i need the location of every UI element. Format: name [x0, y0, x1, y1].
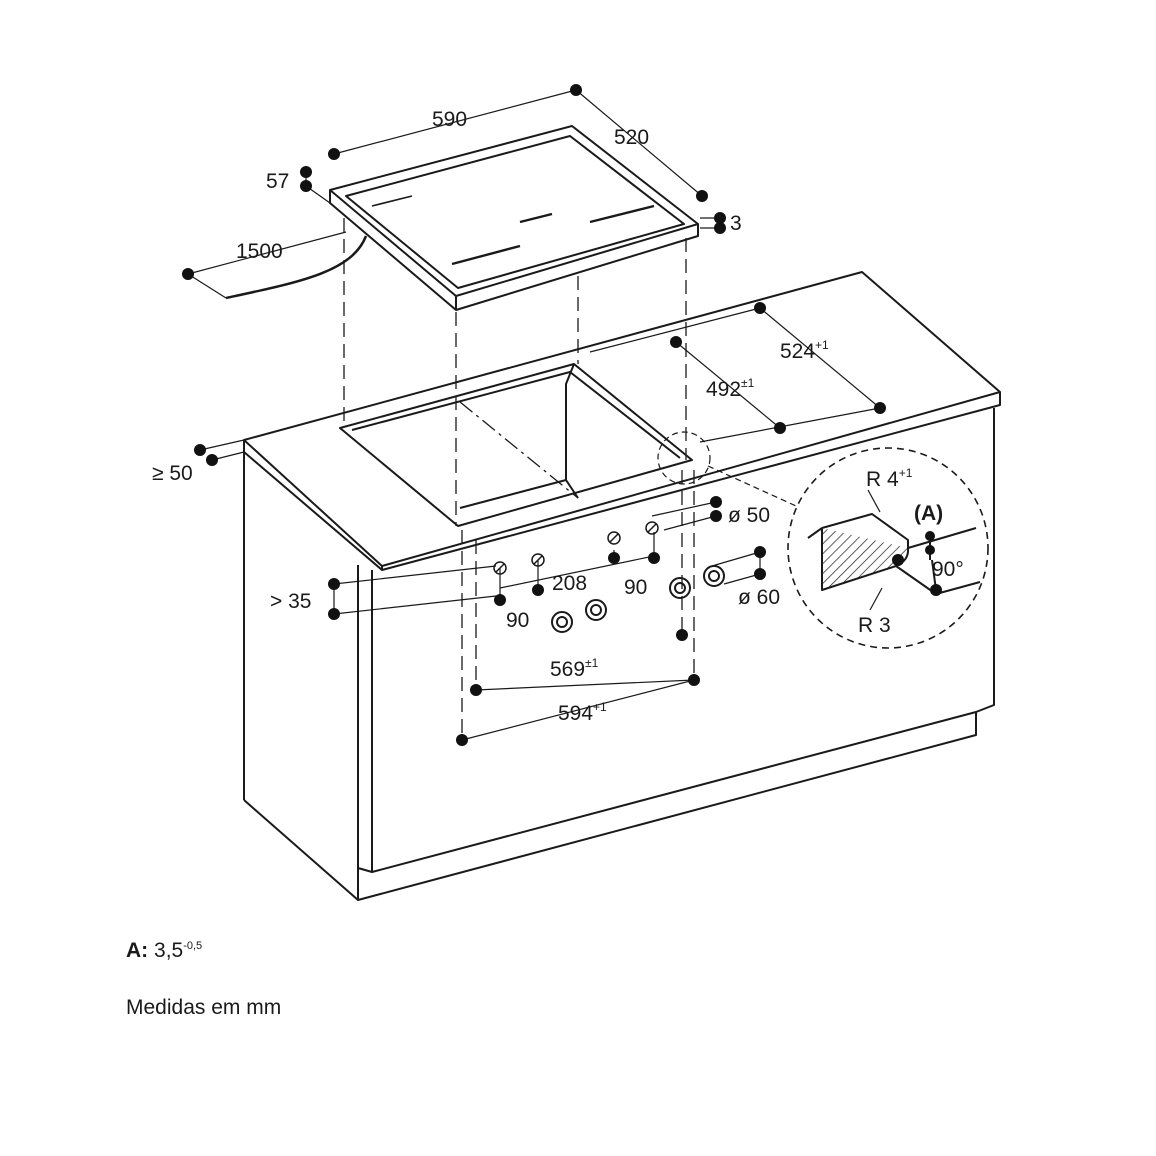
label-spacing-90-left: 90 [506, 609, 529, 632]
label-detail-angle: 90° [932, 558, 964, 581]
label-outer-width: 594+1 [558, 700, 607, 725]
projection-lines [343, 218, 695, 738]
note-a-label: A: [126, 939, 149, 962]
socket-holes [493, 521, 659, 575]
dimension-dots [182, 84, 942, 746]
hob [329, 125, 699, 311]
label-detail-marker: (A) [914, 502, 943, 525]
label-cable-length: 1500 [236, 240, 283, 263]
label-cutout-depth: 524+1 [780, 338, 829, 363]
note-a-tolerance: -0,5 [183, 940, 203, 952]
detail-magnifier [787, 447, 989, 649]
tolerance-note: A: 3,5-0,5 [126, 939, 202, 963]
label-height: 57 [266, 170, 289, 193]
label-top-depth: 520 [614, 126, 649, 149]
label-detail-radius-top: R 4+1 [866, 466, 913, 491]
label-hole-diameter: ø 50 [728, 504, 770, 527]
label-detail-radius-bottom: R 3 [858, 614, 891, 637]
note-a-value: 3,5 [154, 939, 184, 962]
dimension-labels: 590 520 57 3 1500 524+1 492±1 ≥ 50 ø 50 … [152, 108, 964, 725]
label-top-width: 590 [432, 108, 467, 131]
cutout [339, 363, 693, 527]
label-min-35: > 35 [270, 590, 311, 613]
dimension-lines [187, 89, 881, 741]
label-front-min: ≥ 50 [152, 462, 193, 485]
label-spacing-208: 208 [552, 572, 587, 595]
label-spacing-90-right: 90 [624, 576, 647, 599]
cabinet [243, 271, 1001, 901]
label-inner-width: 569±1 [550, 656, 599, 681]
power-cable [225, 235, 368, 300]
label-edge: 3 [730, 212, 742, 235]
label-hole-large: ø 60 [738, 586, 780, 609]
label-inner-depth: 492±1 [706, 376, 755, 401]
units-note: Medidas em mm [126, 996, 282, 1019]
socket-plugs [551, 565, 725, 633]
